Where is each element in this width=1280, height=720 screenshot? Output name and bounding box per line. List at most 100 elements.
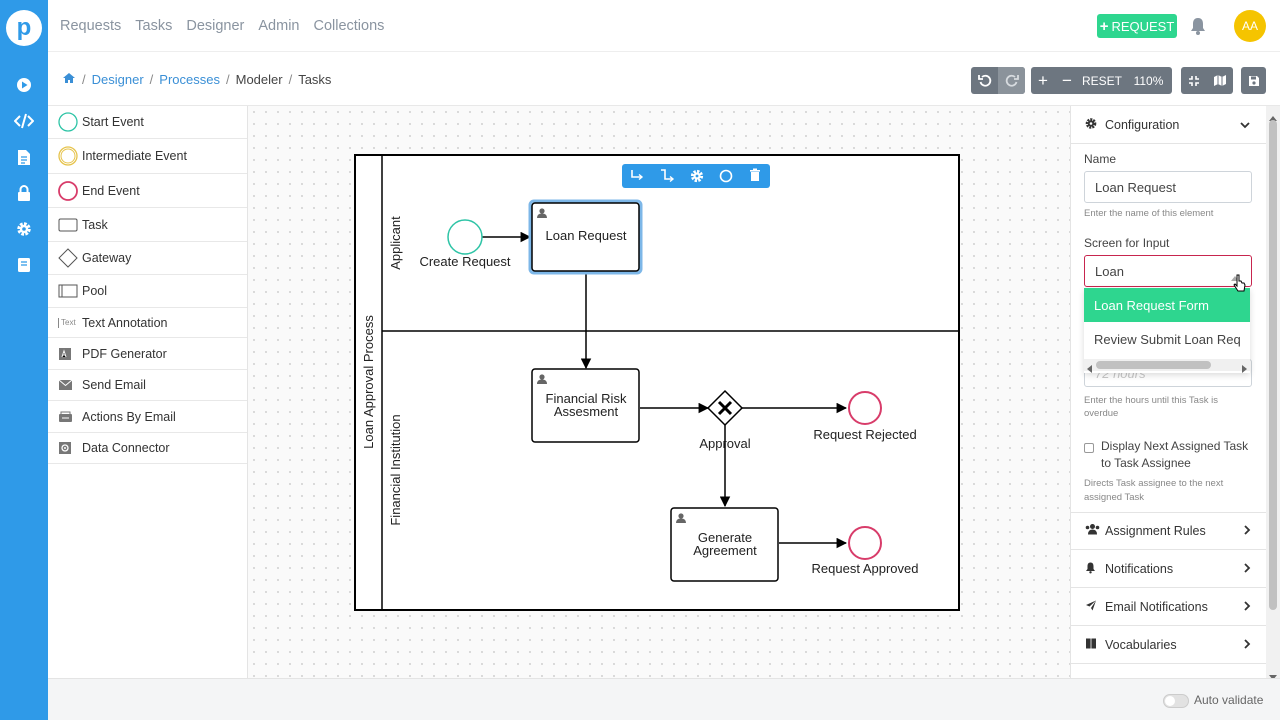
name-help: Enter the name of this element [1084, 208, 1214, 219]
save-toolbar [1241, 67, 1266, 94]
next-task-checkbox[interactable] [1084, 443, 1094, 453]
plus-icon: + [1038, 70, 1048, 90]
save-icon [1248, 75, 1259, 86]
crown-delete-icon[interactable] [750, 168, 760, 182]
element-palette: Start Event Intermediate Event End Event… [48, 106, 248, 678]
chevron-right-icon [1244, 524, 1251, 538]
palette-send-email[interactable]: Send Email [48, 370, 247, 401]
palette-label: Start Event [82, 115, 144, 129]
lock-icon[interactable] [0, 181, 48, 205]
auto-validate-toggle[interactable] [1163, 694, 1189, 708]
palette-pdf-generator[interactable]: PDF Generator [48, 338, 247, 370]
screen-select-input[interactable]: Loan [1084, 255, 1252, 287]
undo-button[interactable] [971, 67, 998, 94]
dropdown-scroll-thumb[interactable] [1096, 361, 1211, 369]
nav-admin[interactable]: Admin [258, 18, 300, 34]
option-review-submit[interactable]: Review Submit Loan Req [1084, 322, 1250, 356]
breadcrumb-processes[interactable]: Processes [159, 72, 220, 87]
section-title: Assignment Rules [1105, 524, 1206, 538]
palette-actions-by-email[interactable]: Actions By Email [48, 401, 247, 433]
section-notifications[interactable]: Notifications [1071, 550, 1266, 588]
pdf-icon [59, 347, 71, 360]
modeler-canvas[interactable]: Loan Approval Process Applicant Financia… [248, 106, 1070, 678]
lane-applicant-label: Applicant [388, 216, 403, 270]
palette-label: Task [82, 217, 108, 232]
save-button[interactable] [1241, 67, 1266, 94]
nav-requests[interactable]: Requests [60, 18, 122, 34]
dropdown-h-scrollbar[interactable] [1084, 359, 1250, 373]
palette-label: PDF Generator [82, 346, 167, 361]
palette-data-connector[interactable]: Data Connector [48, 433, 247, 464]
requests-icon[interactable] [0, 73, 48, 97]
name-input[interactable]: Loan Request [1084, 171, 1252, 203]
nav-tasks[interactable]: Tasks [135, 18, 173, 34]
nav-designer[interactable]: Designer [186, 18, 245, 34]
book-icon[interactable] [0, 253, 48, 277]
connector-icon [59, 442, 71, 454]
gear-icon[interactable] [0, 217, 48, 241]
palette-gateway[interactable]: Gateway [48, 242, 247, 275]
nav-collections[interactable]: Collections [313, 18, 385, 34]
zoom-level: 110% [1133, 73, 1164, 88]
section-assignment-rules[interactable]: Assignment Rules [1071, 512, 1266, 550]
breadcrumb: / Designer / Processes / Modeler / Tasks [62, 72, 331, 87]
email-icon [58, 379, 73, 390]
configuration-header[interactable]: Configuration [1071, 106, 1266, 144]
connect-alt-icon[interactable] [661, 169, 675, 183]
screen-label: Screen for Input [1084, 236, 1170, 250]
end-event-approved-label: Request Approved [812, 561, 919, 576]
checkbox-help-1: Directs Task assignee to the next [1084, 478, 1224, 489]
bell-icon [1085, 561, 1096, 576]
document-icon[interactable] [0, 145, 48, 169]
chevron-down-icon [1240, 118, 1250, 132]
config-panel: Configuration Name Loan Request Enter th… [1070, 106, 1266, 678]
palette-text-annotation[interactable]: Text Text Annotation [48, 308, 247, 338]
app-logo[interactable]: p [6, 10, 42, 46]
option-loan-request-form[interactable]: Loan Request Form [1084, 288, 1250, 322]
section-email-notifications[interactable]: Email Notifications [1071, 588, 1266, 626]
palette-start-event[interactable]: Start Event [48, 106, 247, 139]
task-generate-agreement[interactable] [670, 507, 779, 582]
reset-zoom-button[interactable]: RESET [1081, 73, 1122, 88]
fit-screen-button[interactable] [1181, 67, 1207, 94]
end-event-rejected[interactable] [848, 391, 882, 425]
pool-icon [58, 284, 78, 298]
top-nav: Requests Tasks Designer Admin Collection… [48, 0, 1280, 52]
text-annotation-icon: Text [58, 317, 76, 328]
section-vocabularies[interactable]: Vocabularies [1071, 626, 1266, 664]
end-event-approved[interactable] [848, 526, 882, 560]
crown-circle-icon[interactable] [719, 169, 733, 183]
connect-icon[interactable] [631, 170, 644, 181]
palette-end-event[interactable]: End Event [48, 174, 247, 208]
scroll-down-icon [1269, 668, 1277, 683]
palette-task[interactable]: Task [48, 208, 247, 242]
history-toolbar [971, 67, 1025, 94]
user-avatar[interactable]: AA [1234, 10, 1266, 42]
breadcrumb-separator: / [149, 72, 154, 87]
task-loan-request-label: Loan Request [546, 228, 627, 243]
crown-settings-icon[interactable] [690, 169, 704, 183]
bell-icon[interactable] [1189, 16, 1207, 36]
palette-label: Actions By Email [82, 409, 176, 424]
zoom-out-button[interactable]: − [1055, 67, 1079, 94]
minimap-button[interactable] [1207, 67, 1233, 94]
zoom-in-button[interactable]: + [1031, 67, 1055, 94]
config-scroll-thumb[interactable] [1269, 120, 1277, 610]
scroll-left-icon [1087, 361, 1092, 373]
breadcrumb-separator: / [288, 72, 293, 87]
task-loan-request[interactable] [531, 202, 640, 272]
lane-financial-label: Financial Institution [388, 414, 403, 525]
scroll-up-icon [1269, 109, 1277, 124]
home-icon[interactable] [62, 72, 76, 87]
task-financial-risk[interactable] [531, 368, 640, 443]
start-event[interactable] [447, 219, 483, 255]
config-scrollbar[interactable] [1266, 106, 1280, 680]
breadcrumb-designer[interactable]: Designer [91, 72, 144, 87]
paper-plane-icon [1085, 599, 1097, 614]
palette-intermediate-event[interactable]: Intermediate Event [48, 139, 247, 174]
end-event-rejected-label: Request Rejected [813, 427, 916, 442]
new-request-button[interactable]: + REQUEST [1097, 14, 1177, 38]
code-icon[interactable] [0, 109, 48, 133]
palette-pool[interactable]: Pool [48, 275, 247, 308]
redo-button[interactable] [998, 67, 1025, 94]
